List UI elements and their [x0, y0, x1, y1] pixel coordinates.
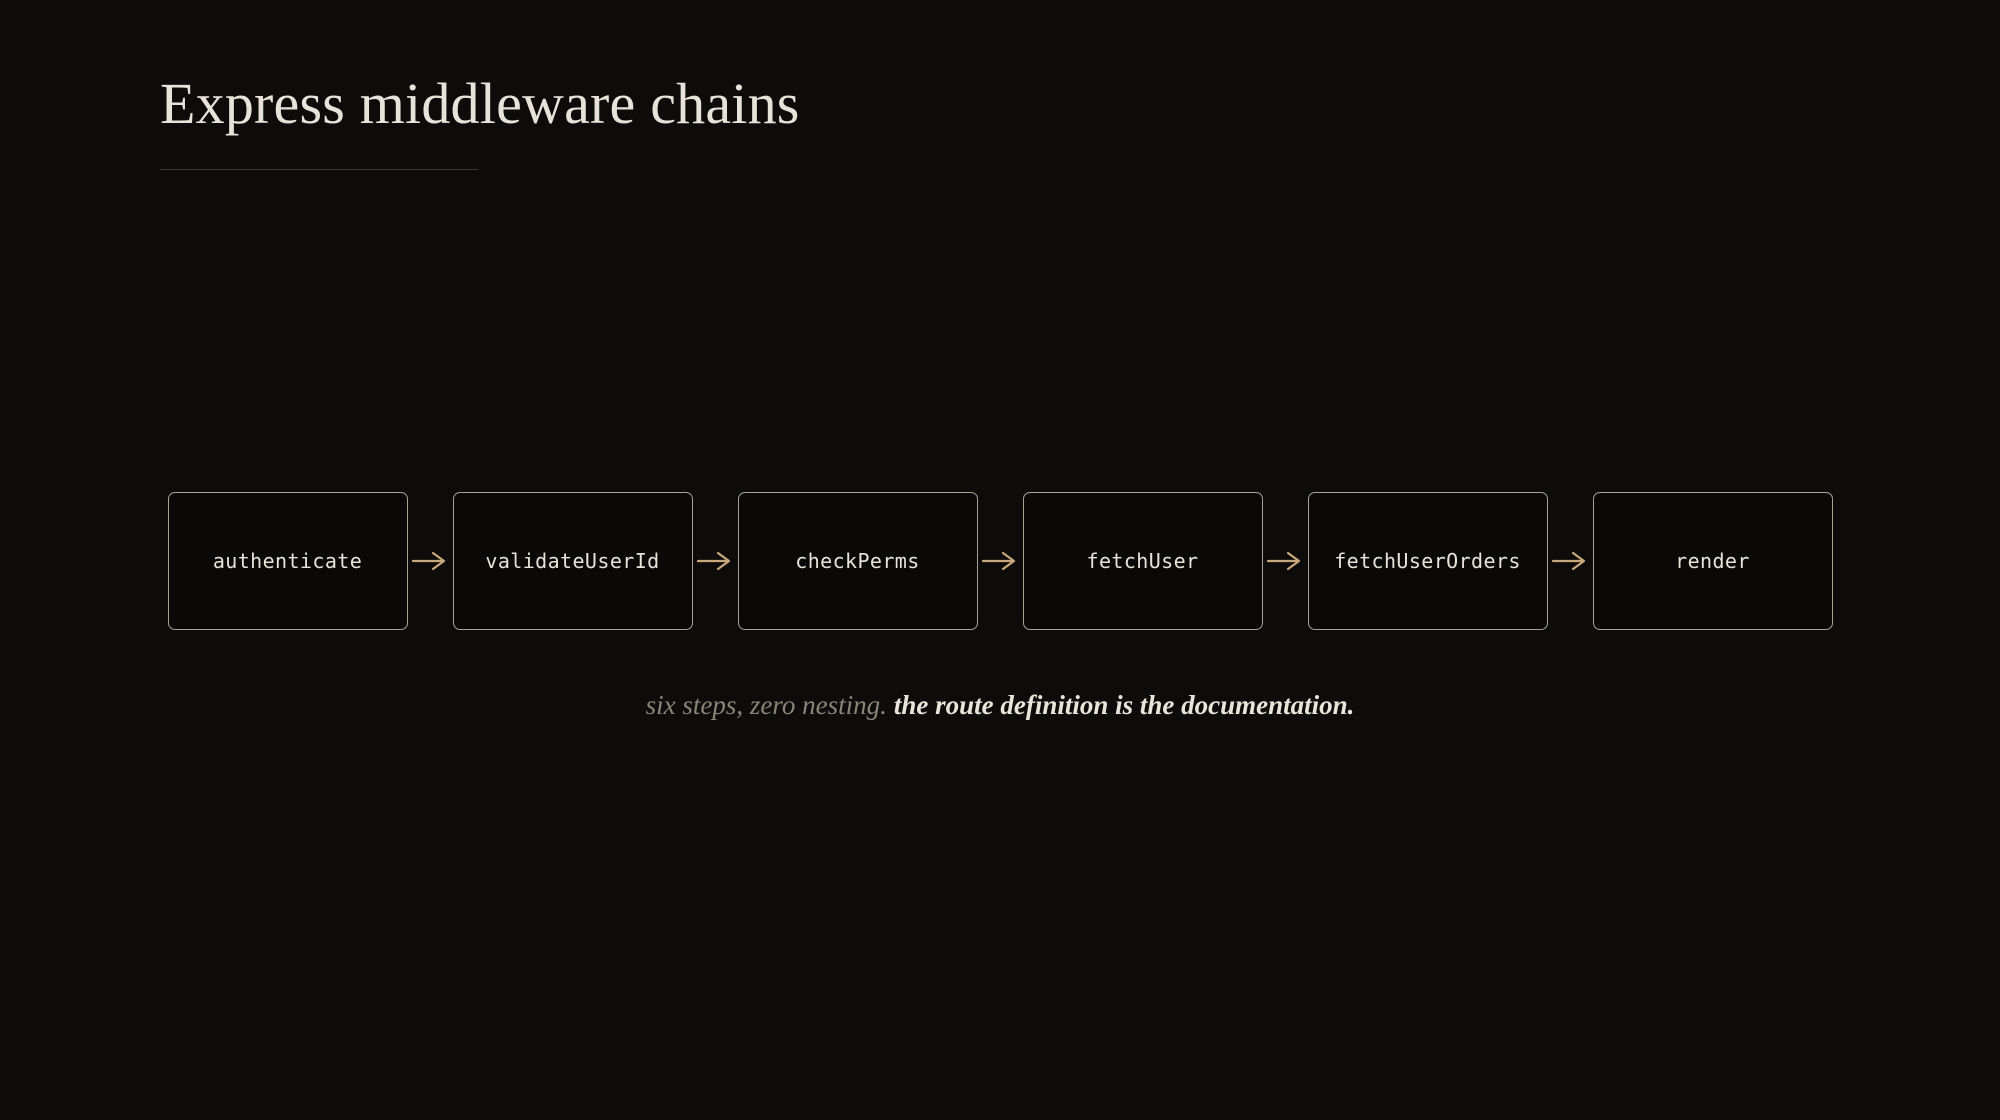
- middleware-node-label: validateUserId: [485, 549, 660, 573]
- middleware-node-label: authenticate: [212, 549, 363, 573]
- middleware-node-label: checkPerms: [795, 549, 920, 573]
- arrow-right-icon: [693, 550, 738, 572]
- middleware-node-checkPerms[interactable]: checkPerms: [737, 492, 978, 630]
- caption: six steps, zero nesting.the route defini…: [0, 688, 2000, 723]
- middleware-node-authenticate[interactable]: authenticate: [167, 492, 408, 630]
- middleware-node-validateUserId[interactable]: validateUserId: [452, 492, 693, 630]
- middleware-chain: authenticate validateUserId checkPerms fetc…: [167, 492, 1833, 630]
- middleware-node-fetchUser[interactable]: fetchUser: [1022, 492, 1263, 630]
- arrow-right-icon: [1548, 550, 1593, 572]
- caption-emphasis-text: the route definition is the documentatio…: [893, 690, 1355, 720]
- arrow-right-icon: [408, 550, 453, 572]
- arrow-right-icon: [978, 550, 1023, 572]
- middleware-node-label: render: [1675, 549, 1750, 573]
- middleware-chain-container: authenticate validateUserId checkPerms fetc…: [0, 492, 2000, 630]
- caption-lead-text: six steps, zero nesting.: [645, 690, 887, 720]
- header: Express middleware chains: [160, 71, 1860, 170]
- middleware-node-fetchUserOrders[interactable]: fetchUserOrders: [1307, 492, 1548, 630]
- page-title: Express middleware chains: [160, 71, 800, 136]
- middleware-node-label: fetchUser: [1086, 549, 1199, 573]
- middleware-node-render[interactable]: render: [1592, 492, 1833, 630]
- middleware-node-label: fetchUserOrders: [1334, 549, 1521, 573]
- arrow-right-icon: [1263, 550, 1308, 572]
- title-divider: [160, 168, 478, 170]
